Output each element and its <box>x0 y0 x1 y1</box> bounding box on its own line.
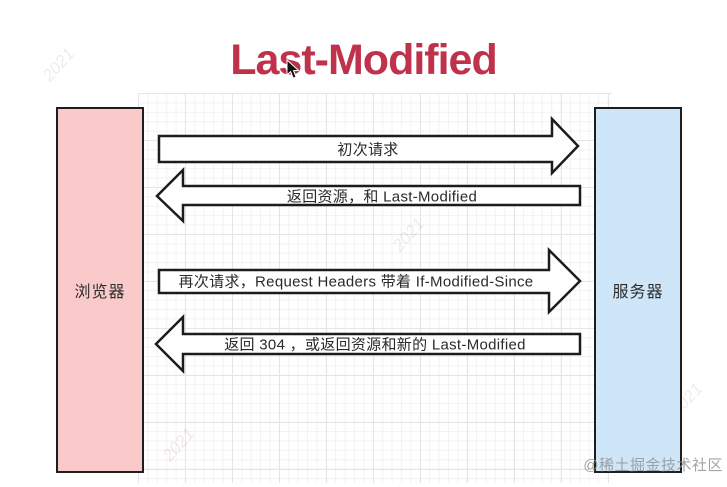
community-watermark: @稀土掘金技术社区 <box>583 457 723 474</box>
arrow-label-second-request: 再次请求，Request Headers 带着 If-Modified-Sinc… <box>178 273 534 291</box>
arrow-right-second-request <box>157 246 582 316</box>
node-server: 服务器 <box>594 107 682 473</box>
arrow-right-first-request <box>157 115 580 177</box>
node-server-label: 服务器 <box>612 284 664 301</box>
arrow-label-first-request: 初次请求 <box>337 141 399 159</box>
arrow-left-return-resource <box>155 166 582 224</box>
arrow-left-return-304 <box>154 313 582 375</box>
arrow-label-return-resource: 返回资源，和 Last-Modified <box>286 188 478 206</box>
arrow-label-return-304: 返回 304 ，或返回资源和新的 Last-Modified <box>224 336 526 354</box>
page-title: Last-Modified <box>230 36 497 84</box>
node-browser-label: 浏览器 <box>74 284 126 301</box>
mouse-cursor-icon <box>286 59 300 79</box>
node-browser: 浏览器 <box>56 107 144 473</box>
